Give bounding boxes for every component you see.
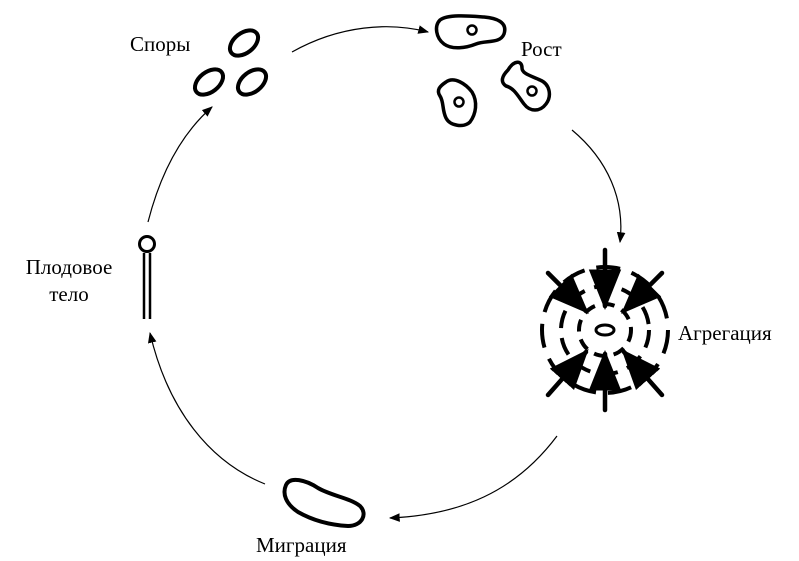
arrow-migration-to-fruiting: [150, 333, 265, 484]
aggregation-streams: [548, 250, 662, 410]
aggregation-core: [596, 325, 614, 335]
growth-group: [437, 16, 550, 126]
aggregation-group: [542, 250, 668, 410]
spores-group: [190, 25, 271, 99]
amoeba-left: [438, 80, 475, 126]
spore-top: [225, 25, 263, 60]
amoeba-right-nucleus: [528, 87, 537, 96]
label-fruiting-body: Плодовое тело: [10, 257, 128, 305]
label-aggregation: Агрегация: [678, 323, 772, 344]
fruiting-head: [140, 237, 155, 252]
amoeba-left-nucleus: [455, 98, 464, 107]
fruiting-body: [140, 237, 155, 320]
arrow-aggregation-to-migration: [390, 436, 557, 518]
spore-right: [233, 64, 271, 99]
label-fruiting-line1: Плодовое: [10, 257, 128, 278]
arrow-growth-to-aggregation: [572, 130, 621, 242]
amoeba-top: [437, 16, 505, 48]
label-spores: Споры: [130, 34, 190, 55]
arrow-fruiting-to-spores: [148, 107, 212, 222]
amoeba-right: [502, 62, 549, 110]
label-fruiting-line2: тело: [10, 284, 128, 305]
spore-left: [190, 64, 228, 99]
migrating-slug: [285, 480, 364, 526]
arrow-spores-to-growth: [292, 27, 428, 52]
label-migration: Миграция: [256, 535, 346, 556]
amoeba-top-nucleus: [468, 26, 477, 35]
label-growth: Рост: [521, 39, 562, 60]
